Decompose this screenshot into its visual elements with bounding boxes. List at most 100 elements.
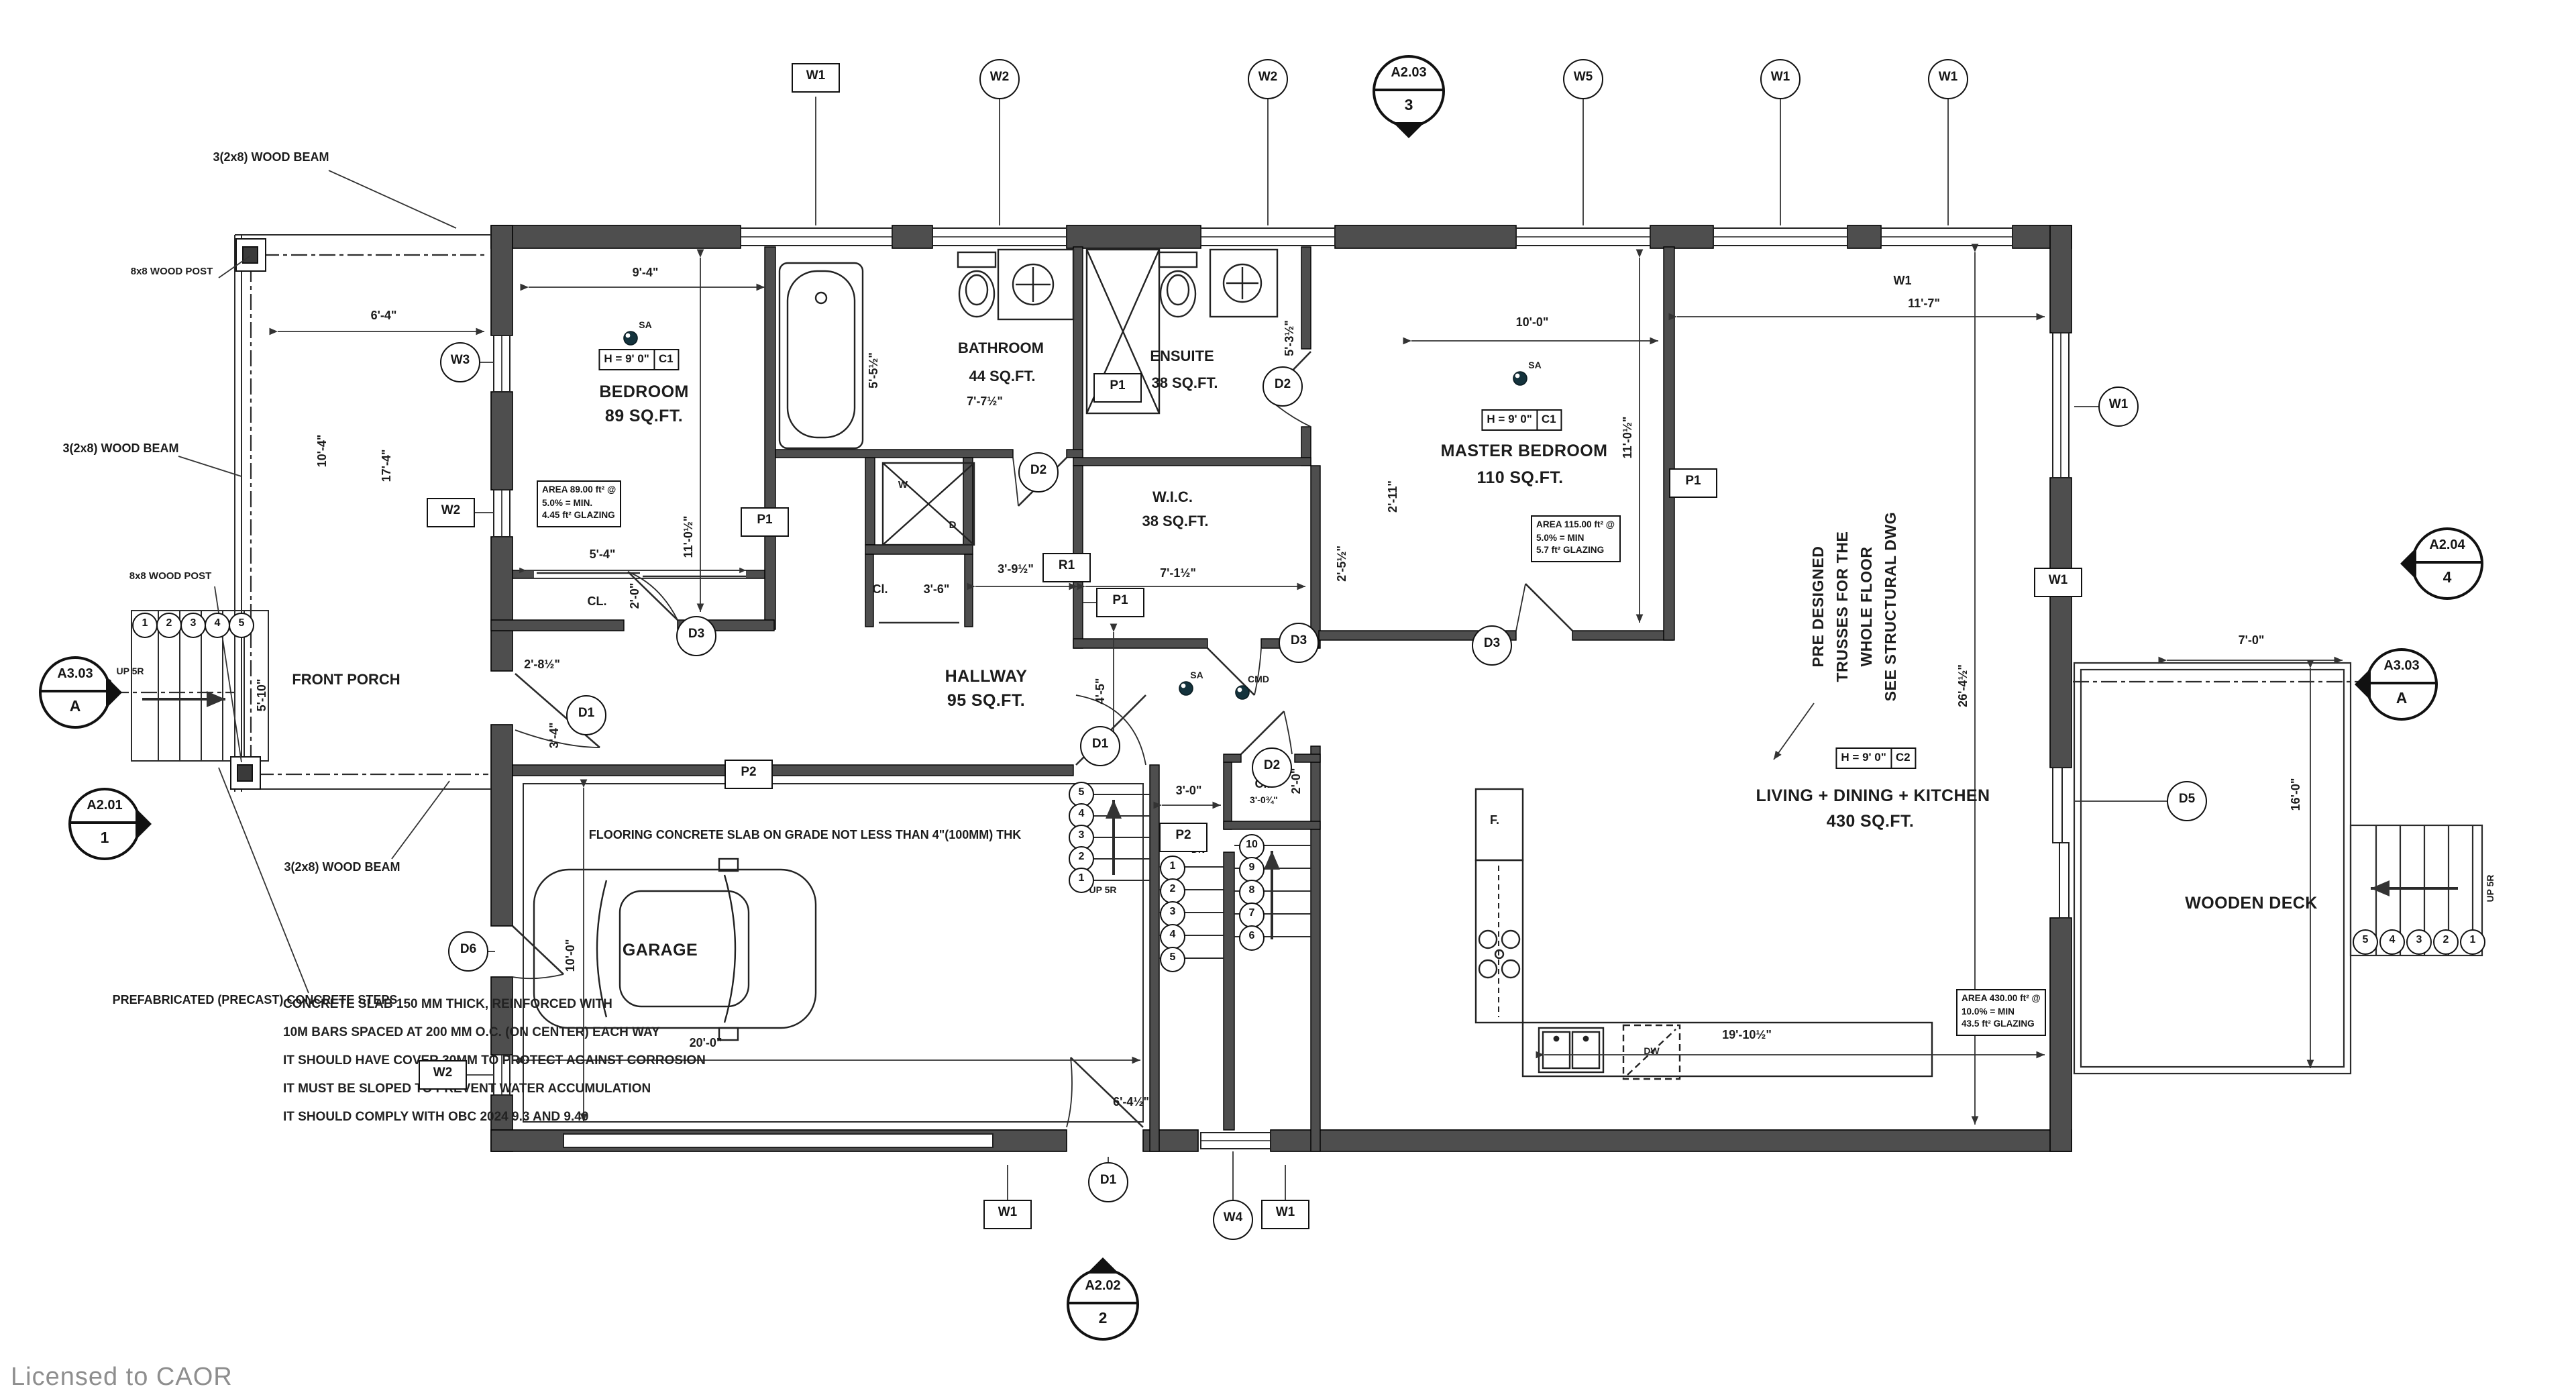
- room-label-hallway: HALLWAY: [945, 667, 1028, 686]
- ceiling-type-code: C1: [653, 350, 678, 369]
- dim-ensuite: 5'-3½": [1283, 320, 1296, 356]
- dim-porch: 6'-4": [370, 309, 397, 322]
- marker-p1: P1: [1096, 588, 1144, 617]
- ceiling-height-tag: H = 9' 0" C1: [598, 349, 679, 370]
- marker-d3: D3: [676, 616, 716, 656]
- ceiling-type-code: C1: [1536, 411, 1560, 429]
- dishwasher-label: DW: [1644, 1047, 1660, 1057]
- ceiling-height-tag: H = 9' 0"C2: [1835, 747, 1916, 769]
- marker-w3: W3: [440, 342, 480, 382]
- dim-master-depth: 11'-0½": [1621, 416, 1634, 459]
- marker-d2: D2: [1018, 452, 1059, 493]
- dim-stair-width: 3'-0": [1175, 784, 1202, 797]
- note-line: CONCRETE SLAB 150 MM THICK, REINFORCED W…: [283, 997, 612, 1012]
- wood-beam-note: 3(2x8) WOOD BEAM: [62, 442, 179, 455]
- section-number: 1: [100, 831, 109, 847]
- marker-w2: W2: [419, 1060, 467, 1090]
- glazing-note-line: 5.0% = MIN.: [542, 499, 593, 509]
- basement-stair-risers: 9: [1239, 857, 1265, 882]
- marker-d1: D1: [1080, 726, 1120, 766]
- dim-porch: 5'-10": [255, 678, 268, 712]
- ceiling-height-value: H = 9' 0": [604, 352, 649, 365]
- dim-porch: 10'-4": [315, 434, 329, 468]
- glazing-note-line: 4.45 ft² GLAZING: [542, 511, 615, 521]
- deck-step-numbers: 1: [2460, 929, 2485, 955]
- room-label-bedroom: BEDROOM: [599, 382, 689, 401]
- dim-closet: 3'-6": [923, 582, 950, 596]
- room-label-master-bedroom: MASTER BEDROOM: [1440, 442, 1608, 460]
- marker-w1: W1: [792, 63, 840, 93]
- section-direction-arrow: [136, 808, 168, 840]
- smoke-alarm-label: SA: [1190, 672, 1203, 681]
- stair-up-label: UP 5R: [2487, 874, 2496, 902]
- marker-d1: D1: [566, 695, 606, 735]
- dim-wic: 2'-5½": [1335, 546, 1348, 582]
- marker-w1: W1: [983, 1200, 1032, 1229]
- dim-wic-width: 7'-1½": [1160, 566, 1196, 580]
- marker-w1: W1: [1261, 1200, 1309, 1229]
- dim-deck-width: 7'-0": [2238, 633, 2265, 647]
- room-label-wooden-deck: WOODEN DECK: [2185, 894, 2318, 913]
- wood-post-note: 8x8 WOOD POST: [130, 265, 213, 277]
- dim-master-width: 10'-0": [1515, 315, 1549, 329]
- dim-porch: 17'-4": [380, 449, 393, 482]
- stair-up-label: UP 5R: [116, 668, 144, 677]
- marker-d1: D1: [1088, 1162, 1128, 1202]
- ceiling-height-value: H = 9' 0": [1487, 412, 1532, 425]
- marker-d3: D3: [1279, 623, 1319, 663]
- glazing-note-line: AREA 89.00 ft² @: [542, 486, 616, 495]
- basement-stair-risers: 8: [1239, 880, 1265, 905]
- room-area-living: 430 SQ.FT.: [1826, 812, 1915, 831]
- glazing-note-line: 5.0% = MIN: [1536, 533, 1585, 543]
- dim-garage-depth: 10'-0": [564, 939, 577, 972]
- note-line: IT SHOULD HAVE COVER 30MM TO PROTECT AGA…: [283, 1053, 706, 1068]
- marker-w4: W4: [1213, 1200, 1253, 1240]
- marker-w5: W5: [1563, 59, 1603, 99]
- basement-stair-risers: 6: [1239, 925, 1265, 951]
- license-watermark: Licensed to CAOR: [11, 1363, 233, 1392]
- garage-stair-risers: 2: [1069, 846, 1094, 872]
- room-area-ensuite: 38 SQ.FT.: [1151, 376, 1218, 392]
- section-number: 3: [1404, 98, 1413, 114]
- section-number: A: [2396, 691, 2408, 707]
- glazing-note-line: 10.0% = MIN: [1962, 1007, 2015, 1017]
- section-direction-arrow: [106, 676, 138, 709]
- wood-post-note: 8x8 WOOD POST: [129, 570, 212, 582]
- section-number: A: [69, 699, 81, 715]
- deck-step-numbers: 3: [2406, 929, 2432, 955]
- room-label-living: LIVING + DINING + KITCHEN: [1756, 786, 1990, 805]
- dim-hallway: 3'-9½": [998, 562, 1034, 576]
- porch-step-numbers: 5: [229, 613, 254, 638]
- room-label-ensuite: ENSUITE: [1150, 349, 1214, 365]
- marker-d2: D2: [1252, 747, 1292, 788]
- porch-step-numbers: 4: [205, 613, 230, 638]
- dim-garage-width: 20'-0": [689, 1036, 722, 1049]
- glazing-note-line: AREA 115.00 ft² @: [1536, 521, 1615, 530]
- porch-step-numbers: 1: [132, 613, 158, 638]
- glazing-note-line: 5.7 ft² GLAZING: [1536, 546, 1605, 556]
- room-area-bathroom: 44 SQ.FT.: [969, 369, 1036, 385]
- dim-entry: 2'-8½": [524, 658, 560, 671]
- room-label-bathroom: BATHROOM: [958, 341, 1044, 357]
- dim-wic: 2'-11": [1386, 480, 1399, 513]
- marker-p2: P2: [1159, 823, 1208, 852]
- dim-rear-door: 6'-4½": [1113, 1095, 1149, 1108]
- dim-bedroom-width: 9'-4": [632, 266, 659, 279]
- marker-d3: D3: [1472, 625, 1512, 666]
- section-direction-arrow: [1087, 1241, 1119, 1274]
- marker-p2: P2: [724, 760, 773, 789]
- marker-d5: D5: [2167, 781, 2207, 821]
- section-direction-arrow: [2384, 548, 2416, 580]
- marker-w2: W2: [979, 59, 1020, 99]
- dim-living-depth: 26'-4½": [1956, 664, 1970, 707]
- garage-stair-risers: 5: [1069, 782, 1094, 807]
- basement-stair-risers: 7: [1239, 902, 1265, 928]
- dim-closet-depth: 2'-0": [628, 582, 641, 609]
- window-tag-w1: W1: [1893, 274, 1912, 287]
